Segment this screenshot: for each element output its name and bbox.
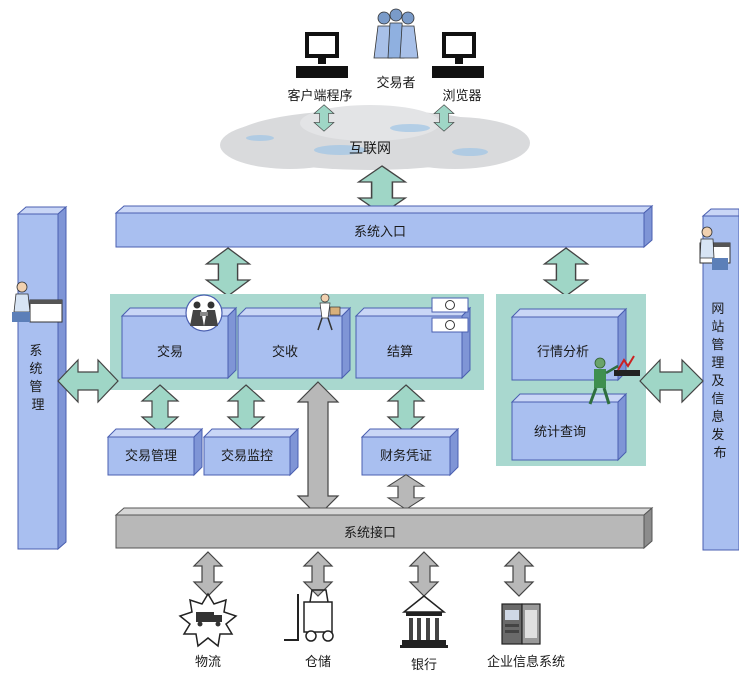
- trade-module-label: 交易: [157, 344, 183, 360]
- bank-building-icon: [400, 595, 448, 648]
- client-computer-icon: [296, 32, 348, 78]
- right-char-0: 网: [711, 302, 724, 317]
- trader-label: 交易者: [376, 75, 415, 91]
- right-publish-arrow: [639, 358, 704, 404]
- left-char-0: 系: [29, 344, 42, 359]
- left-char-3: 理: [31, 398, 44, 413]
- website-management-label: 网 站 管 理 及 信 息 发 布: [711, 302, 728, 461]
- trade-monitor-box: [202, 427, 300, 477]
- receive-to-monitor-arrow: [227, 384, 265, 434]
- settle-module-box: [354, 306, 472, 380]
- browser-label: 浏览器: [442, 88, 481, 104]
- receive-interface-arrow: [296, 381, 340, 517]
- right-char-3: 理: [711, 356, 724, 371]
- right-char-8: 布: [713, 446, 726, 461]
- bank-arrow: [409, 551, 439, 597]
- publisher-icon: [699, 226, 731, 270]
- cloud-label: 互联网: [349, 141, 391, 157]
- currency-icon: [431, 297, 469, 333]
- administrator-icon: [12, 281, 63, 323]
- trade-module-box: [120, 306, 238, 380]
- right-char-7: 发: [711, 427, 724, 443]
- entry-left-panel-arrow: [205, 247, 251, 297]
- left-management-arrow: [57, 358, 119, 404]
- right-char-5: 信: [711, 392, 724, 407]
- forklift-icon: [284, 589, 334, 642]
- trade-monitor-label: 交易监控: [221, 448, 273, 464]
- logistics-label: 物流: [195, 655, 221, 670]
- right-char-4: 及: [711, 374, 724, 389]
- right-char-1: 站: [711, 320, 724, 335]
- courier-icon: [317, 293, 341, 331]
- system-management-label: 系 统 管 理: [29, 344, 46, 413]
- entry-right-panel-arrow: [543, 247, 589, 297]
- left-char-2: 管: [29, 380, 42, 395]
- finance-voucher-label: 财务凭证: [380, 448, 432, 464]
- client-label: 客户端程序: [287, 88, 352, 104]
- analyst-icon: [588, 355, 640, 405]
- warehouse-label: 仓储: [305, 655, 331, 670]
- settle-module-label: 结算: [387, 345, 413, 360]
- stats-query-label: 统计查询: [534, 425, 586, 440]
- receive-module-box: [236, 306, 352, 380]
- trade-mgmt-box: [106, 427, 204, 477]
- right-char-6: 息: [711, 409, 724, 425]
- bank-label: 银行: [411, 658, 437, 673]
- voucher-interface-arrow: [387, 474, 425, 510]
- trade-to-mgmt-arrow: [141, 384, 179, 434]
- left-char-1: 统: [29, 362, 42, 377]
- handshake-icon: [185, 294, 223, 332]
- receive-module-label: 交收: [272, 344, 298, 360]
- finance-voucher-box: [360, 427, 460, 477]
- stats-query-box: [510, 392, 628, 462]
- enterprise-label: 企业信息系统: [487, 654, 565, 670]
- system-entry-label: 系统入口: [354, 225, 406, 240]
- website-management-bar: [701, 208, 739, 551]
- logistics-truck-icon: [178, 592, 238, 648]
- enterprise-arrow: [504, 551, 534, 597]
- system-interface-bar: [114, 506, 654, 550]
- right-char-2: 管: [711, 338, 724, 353]
- system-interface-label: 系统接口: [344, 525, 396, 541]
- market-analysis-label: 行情分析: [537, 345, 589, 360]
- settle-to-voucher-arrow: [387, 384, 425, 434]
- internet-cloud: [220, 105, 530, 170]
- traders-icon: [373, 8, 419, 59]
- trade-mgmt-label: 交易管理: [125, 448, 177, 464]
- browser-computer-icon: [432, 32, 484, 78]
- system-management-bar: [16, 205, 68, 551]
- server-cabinet-icon: [501, 603, 541, 645]
- system-entry-bar: [114, 204, 654, 249]
- logistics-arrow: [193, 551, 223, 597]
